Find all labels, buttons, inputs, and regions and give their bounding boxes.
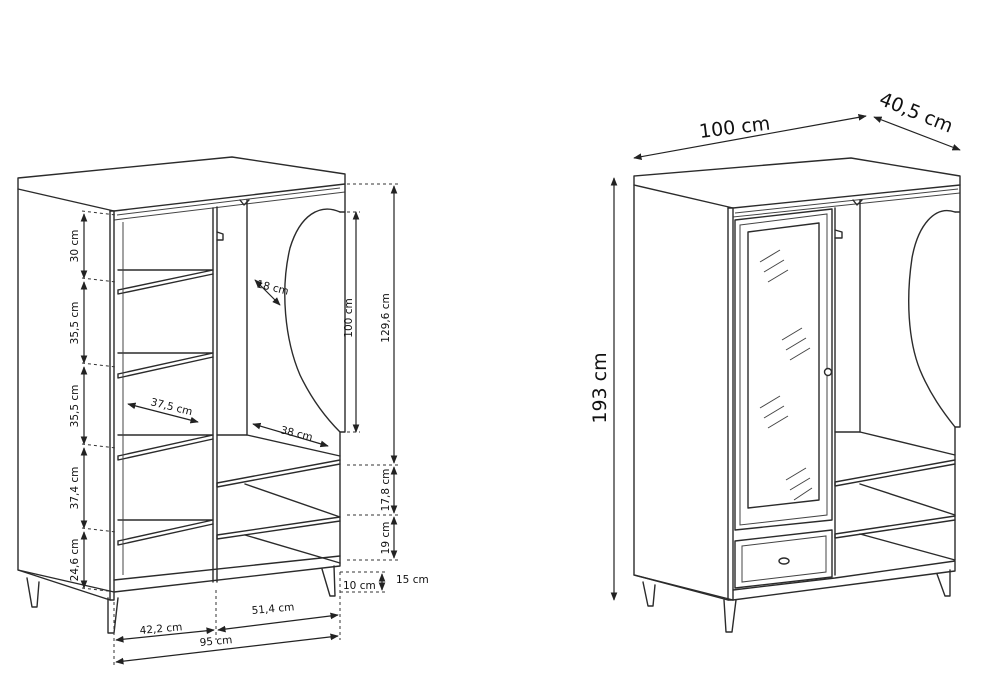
center-divider: [212, 206, 218, 583]
left-dimension-lines: [80, 185, 398, 665]
left-wardrobe-open-view: [17, 156, 346, 634]
right-wardrobe-closed-view: [633, 157, 961, 633]
label-shelf-depth-right: 38 cm: [279, 424, 314, 444]
label-total-height: 193 cm: [589, 352, 611, 423]
right-dimension-lines: [610, 114, 961, 601]
label-shelf-height-4: 37,4 cm: [69, 467, 81, 510]
label-inner-width: 95 cm: [199, 634, 233, 649]
left-leg-front: [107, 597, 119, 634]
label-left-width: 42,2 cm: [139, 621, 183, 637]
left-side-panel: [17, 188, 111, 601]
label-shelf-height-5: 24,6 cm: [69, 539, 81, 582]
label-base-height: 15 cm: [396, 574, 429, 586]
label-right-height: 129,6 cm: [380, 293, 392, 342]
curved-side-panel: [284, 208, 341, 557]
label-total-depth: 40,5 cm: [876, 88, 956, 137]
right-side-panel: [633, 184, 729, 601]
mirror-glass: [747, 222, 820, 509]
door-knob: [823, 367, 833, 377]
right-curved-side: [908, 209, 956, 561]
label-hanging-height: 100 cm: [343, 298, 355, 337]
right-leg-front: [321, 565, 336, 597]
label-shelf-height-1: 30 cm: [69, 230, 81, 263]
label-right-width: 51,4 cm: [251, 601, 295, 617]
left-top-panel: [17, 156, 346, 212]
label-shelf-height-2: 35,5 cm: [69, 302, 81, 345]
label-drawer-shelf-1: 17,8 cm: [380, 469, 392, 512]
shelf: [117, 269, 214, 295]
drawer-knob: [778, 557, 790, 565]
label-leg-height: 10 cm: [343, 580, 376, 592]
label-total-width: 100 cm: [698, 112, 771, 143]
left-dimension-guides: [81, 183, 398, 665]
right-top-panel: [633, 157, 961, 209]
label-shelf-height-3: 35,5 cm: [69, 385, 81, 428]
label-drawer-shelf-2: 19 cm: [380, 522, 392, 555]
